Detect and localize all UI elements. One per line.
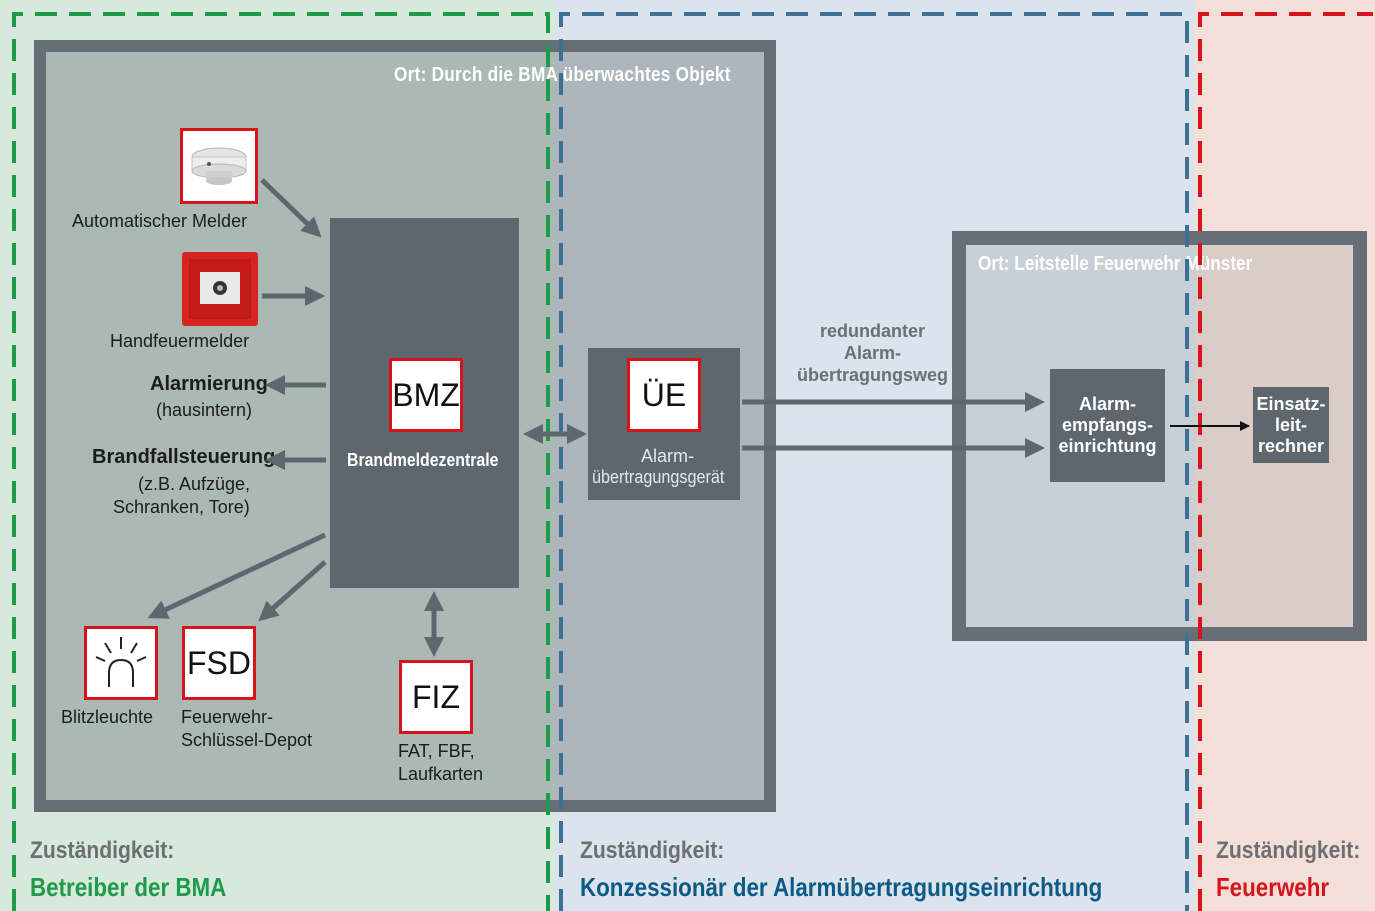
dispatch-computer-box: Einsatz- leit- rechner bbox=[1253, 387, 1329, 463]
fiz-box: FIZ bbox=[399, 660, 473, 734]
fire-control-title: Brandfallsteuerung bbox=[92, 446, 276, 468]
link-label-line-3: übertragungsweg bbox=[796, 365, 948, 385]
arrow-detector-to-bmz bbox=[260, 178, 322, 238]
fsd-label-1: Feuerwehr- bbox=[181, 707, 274, 727]
fire-control-sub-1: (z.B. Aufzüge, bbox=[138, 474, 251, 494]
automatic-detector-box bbox=[180, 128, 258, 204]
resp-heading-concessionaire: Zuständigkeit: bbox=[580, 837, 725, 864]
fiz-label-1: FAT, FBF, bbox=[398, 741, 475, 761]
fire-control-sub-2: Schranken, Tore) bbox=[113, 497, 250, 517]
automatic-detector-label: Automatischer Melder bbox=[72, 211, 248, 231]
ue-code: ÜE bbox=[641, 376, 687, 413]
receiver-line-1: Alarm- bbox=[1078, 394, 1136, 414]
fire-alarm-button-icon bbox=[189, 259, 251, 319]
dispatch-line-2: leit- bbox=[1274, 414, 1307, 435]
flash-light-icon bbox=[95, 637, 147, 687]
ue-label-2: übertragungsgerät bbox=[592, 467, 725, 487]
bmz-label: Brandmeldezentrale bbox=[347, 450, 499, 470]
link-label-line-1: redundanter bbox=[819, 321, 925, 341]
fiz-code: FIZ bbox=[412, 678, 460, 715]
ue-badge: ÜE bbox=[627, 358, 701, 432]
alarm-title: Alarmierung bbox=[150, 373, 268, 395]
fsd-label-2: Schlüssel-Depot bbox=[181, 730, 313, 750]
link-label: redundanter Alarm- übertragungsweg bbox=[790, 320, 955, 386]
resp-heading-operator: Zuständigkeit: bbox=[30, 837, 175, 864]
arrow-bmz-to-fsd bbox=[258, 560, 327, 622]
link-label-line-2: Alarm- bbox=[843, 343, 901, 363]
dispatch-line-1: Einsatz- bbox=[1256, 393, 1326, 414]
receiver-line-3: einrichtung bbox=[1058, 436, 1157, 456]
resp-operator: Betreiber der BMA bbox=[30, 872, 227, 902]
receiver-box: Alarm- empfangs- einrichtung bbox=[1050, 369, 1165, 482]
ue-label-1: Alarm- bbox=[641, 446, 694, 466]
dispatch-line-3: rechner bbox=[1257, 435, 1325, 456]
control-center-label: Ort: Leitstelle Feuerwehr Münster bbox=[978, 253, 1253, 275]
bmz-code: BMZ bbox=[392, 376, 460, 413]
fsd-code: FSD bbox=[187, 644, 251, 681]
flash-light-box bbox=[84, 626, 158, 700]
resp-fire-department: Feuerwehr bbox=[1216, 872, 1330, 902]
alarm-sub: (hausintern) bbox=[156, 400, 253, 420]
manual-call-point-label: Handfeuermelder bbox=[110, 331, 250, 351]
fiz-label-2: Laufkarten bbox=[398, 764, 484, 784]
arrow-bmz-to-flash-light bbox=[147, 532, 327, 619]
fsd-box: FSD bbox=[182, 626, 256, 700]
manual-call-point-box bbox=[182, 252, 258, 326]
bmz-badge: BMZ bbox=[389, 358, 463, 432]
receiver-line-2: empfangs- bbox=[1061, 415, 1153, 435]
resp-concessionaire: Konzessionär der Alarmübertragungseinric… bbox=[580, 872, 1103, 902]
flash-light-label: Blitzleuchte bbox=[61, 707, 154, 727]
resp-heading-fire-department: Zuständigkeit: bbox=[1216, 837, 1361, 864]
smoke-detector-icon bbox=[191, 147, 247, 185]
